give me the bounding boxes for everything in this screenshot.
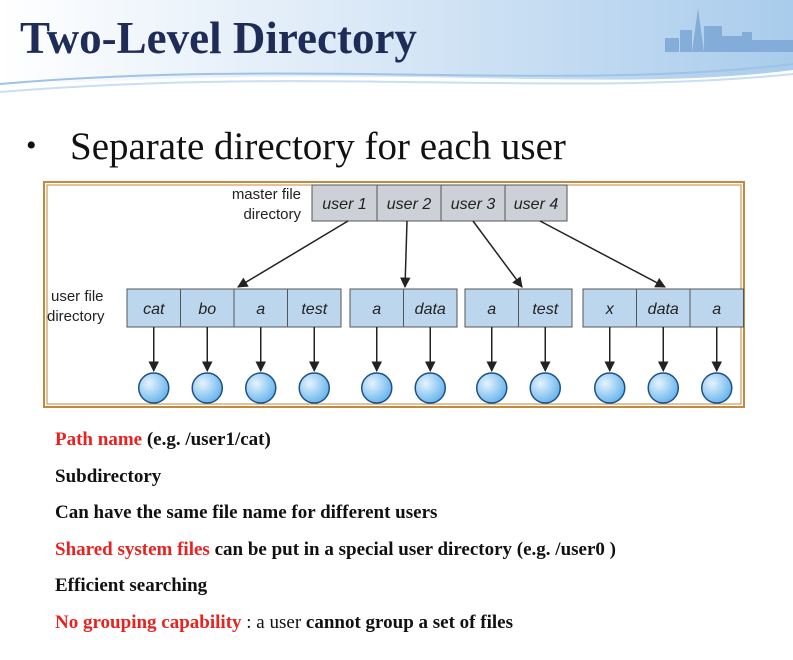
bullet-dot: • [26, 129, 37, 162]
note-text: can be put in a special user directory (… [209, 538, 616, 560]
ufd-cell-label: a [487, 301, 496, 318]
file-node-icon [298, 372, 330, 404]
bullet-text: Separate directory for each user [70, 125, 566, 168]
file-node-icon [138, 372, 170, 404]
ufd-cell [464, 288, 519, 328]
user-2-link-arrow [400, 220, 411, 289]
master-cell-user-2 [376, 184, 442, 222]
directory-tree-svg: master file directory user file director… [43, 181, 745, 408]
note-text: Can have the same file name for differen… [55, 502, 438, 523]
file-node-icon [701, 372, 733, 404]
note-highlight: Path name [55, 429, 143, 450]
note-text: (e.g. /user1/cat) [142, 429, 271, 450]
file-node-icon [191, 372, 223, 404]
ufd-label-line1: user file [51, 288, 104, 305]
file-node-icon [245, 372, 277, 404]
header-wave-decoration [0, 0, 793, 93]
ufd-cell-label: test [532, 301, 558, 318]
ufd-cell-label: cat [143, 301, 165, 318]
ufd-cell [349, 288, 404, 328]
ufd-cell-label: bo [198, 301, 216, 318]
file-node-icon [647, 372, 679, 404]
ufd-cell-label: x [605, 301, 615, 318]
file-node-icon [361, 372, 393, 404]
master-to-user-links [237, 220, 666, 289]
two-level-directory-diagram: master file directory user file director… [43, 181, 745, 408]
file-nodes [138, 327, 733, 404]
note-path-name: Path name (e.g. /user1/cat) [55, 425, 785, 462]
master-cell-label: user 3 [451, 196, 496, 213]
note-text: cannot group a set of files [305, 611, 513, 633]
ufd-cell [180, 288, 235, 328]
note-efficient-searching: Efficient searching [55, 571, 785, 608]
note-text: Subdirectory [55, 465, 162, 487]
note-same-file-name: Can have the same file name for differen… [55, 498, 785, 535]
note-subdirectory: Subdirectory [55, 462, 785, 499]
ufd-cell [689, 288, 744, 328]
ufd-cell [233, 288, 288, 328]
note-text: Efficient searching [55, 575, 208, 596]
ufd-label-line2: directory [47, 308, 105, 325]
town-skyline-icon [665, 8, 793, 52]
slide-title: Two-Level Directory [20, 13, 417, 63]
ufd-cell [403, 288, 458, 328]
ufd-cell-label: test [301, 301, 327, 318]
ufd-cell-label: a [712, 301, 721, 318]
master-cell-label: user 2 [387, 196, 432, 213]
master-cell-label: user 1 [322, 196, 366, 213]
note-text-plain: : a user [241, 611, 306, 633]
ufd-cell-label: data [415, 301, 446, 318]
ufd-cell [518, 288, 573, 328]
master-cell-label: user 4 [514, 196, 559, 213]
master-cell-user-3 [440, 184, 506, 222]
master-file-directory: user 1 user 2 user 3 user 4 [311, 184, 568, 222]
ufd-cell-label: a [372, 301, 381, 318]
note-shared-system-files: Shared system files can be put in a spec… [55, 535, 785, 572]
notes-list: Path name (e.g. /user1/cat) Subdirectory… [55, 425, 785, 644]
header-band [0, 0, 793, 95]
note-no-grouping: No grouping capability : a user cannot g… [55, 608, 785, 645]
user-1-link-arrow [237, 220, 349, 288]
bullet-point: • Separate directory for each user [26, 124, 566, 169]
master-label-line1: master file [232, 186, 301, 203]
file-node-icon [594, 372, 626, 404]
master-cell-user-1 [311, 184, 378, 222]
file-node-icon [476, 372, 508, 404]
ufd-cell-label: data [648, 301, 679, 318]
ufd-cell-label: a [256, 301, 265, 318]
note-highlight: No grouping capability [55, 611, 242, 633]
master-label-line2: directory [243, 206, 301, 223]
file-node-icon [529, 372, 561, 404]
user-3-link-arrow [472, 220, 523, 288]
file-node-icon [414, 372, 446, 404]
note-highlight: Shared system files [55, 538, 210, 560]
user-4-link-arrow [539, 220, 666, 288]
user-file-directories: cat bo a test a data a test x data a [126, 288, 744, 328]
master-cell-user-4 [504, 184, 568, 222]
